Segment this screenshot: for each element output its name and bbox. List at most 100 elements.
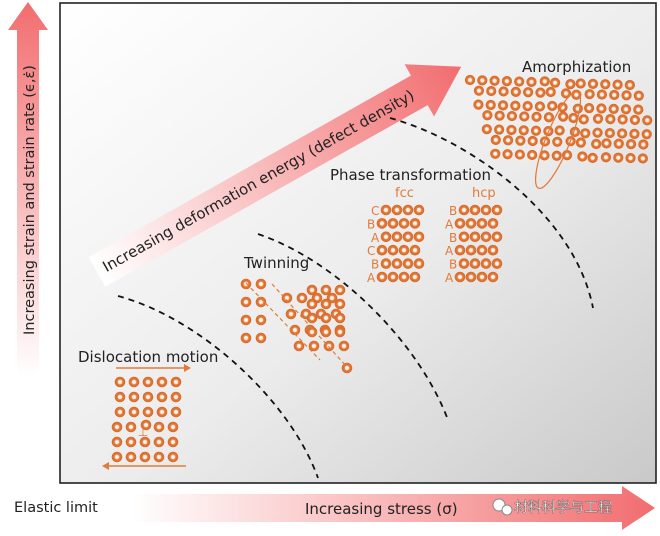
atom	[255, 332, 267, 344]
atom	[491, 231, 503, 243]
atom	[334, 298, 346, 310]
atom	[409, 271, 421, 283]
atom	[587, 152, 598, 163]
dislocation-atoms	[111, 376, 182, 463]
atom	[398, 218, 410, 229]
atom	[490, 134, 501, 145]
atom	[281, 292, 293, 304]
atom	[255, 278, 267, 290]
atom	[480, 204, 492, 216]
atom	[494, 124, 505, 135]
atom	[289, 324, 301, 336]
atom	[482, 110, 493, 121]
atom	[153, 421, 165, 433]
atom	[519, 111, 530, 122]
atom	[402, 204, 414, 216]
atom	[526, 76, 537, 88]
atom	[296, 292, 308, 304]
atom	[320, 284, 332, 296]
atom	[391, 204, 403, 216]
atom	[170, 391, 182, 403]
atom	[592, 127, 603, 138]
atom	[490, 148, 501, 159]
atom	[139, 451, 151, 463]
atom	[458, 231, 470, 243]
atom	[605, 114, 616, 125]
atom	[613, 152, 624, 163]
atom	[111, 436, 123, 448]
atom	[320, 326, 332, 338]
atom	[624, 79, 635, 91]
atom	[592, 113, 604, 124]
atom	[473, 85, 485, 96]
strain-axis-arrow	[8, 2, 48, 378]
regime-boundaries	[117, 117, 594, 479]
stacking-letter: A	[371, 231, 380, 245]
atom	[617, 114, 628, 125]
stacking-letter: A	[445, 271, 454, 285]
fcc-title: fcc	[395, 186, 414, 201]
atom	[515, 135, 526, 146]
atom	[285, 308, 297, 320]
atom	[409, 244, 421, 256]
atom	[527, 149, 538, 161]
atom	[575, 137, 586, 148]
atom	[465, 271, 477, 283]
atom	[398, 271, 410, 283]
atom	[486, 85, 497, 97]
atom	[391, 258, 403, 269]
amorphization-lattice	[464, 74, 653, 190]
boundary-twinning-phase	[257, 233, 449, 421]
atom	[320, 312, 332, 324]
atom	[629, 114, 641, 126]
atom	[561, 150, 573, 161]
atom	[551, 150, 562, 161]
atom	[398, 244, 410, 256]
atom	[575, 78, 586, 89]
stacking-letter: A	[367, 271, 376, 285]
atom	[491, 204, 503, 216]
atom	[255, 296, 267, 308]
atom	[387, 271, 399, 283]
atom	[413, 258, 425, 269]
atom	[376, 244, 388, 256]
atom	[114, 391, 126, 403]
atom	[306, 326, 318, 338]
shear-arrowhead-top	[184, 364, 191, 372]
dislocation-motion-label: Dislocation motion	[78, 348, 218, 366]
atom	[476, 218, 488, 229]
atom	[487, 244, 499, 256]
atom	[549, 77, 561, 88]
dislocation-symbol: ⊥	[138, 425, 148, 439]
atom	[604, 127, 615, 139]
atom	[140, 419, 152, 431]
atom	[608, 103, 619, 114]
atom	[341, 362, 353, 374]
atom	[531, 111, 542, 122]
atom	[402, 231, 414, 243]
atom	[306, 284, 318, 296]
atom	[494, 110, 505, 121]
atom	[637, 153, 648, 164]
atom	[458, 204, 470, 216]
atom	[638, 139, 649, 150]
atom	[625, 139, 637, 150]
atom	[600, 79, 611, 90]
atom	[609, 89, 620, 101]
atom	[167, 421, 179, 433]
atom	[125, 451, 137, 463]
atom	[545, 86, 556, 98]
shear-arrowhead-bottom	[102, 462, 109, 470]
stress-axis-arrow	[130, 486, 655, 530]
atom	[535, 87, 546, 98]
atom	[596, 89, 608, 100]
atom	[527, 135, 538, 147]
atom	[596, 103, 607, 114]
twinning-label: Twinning	[243, 254, 309, 272]
atom	[458, 258, 470, 269]
atom	[240, 332, 252, 344]
atom	[547, 100, 558, 112]
atom	[502, 149, 513, 160]
